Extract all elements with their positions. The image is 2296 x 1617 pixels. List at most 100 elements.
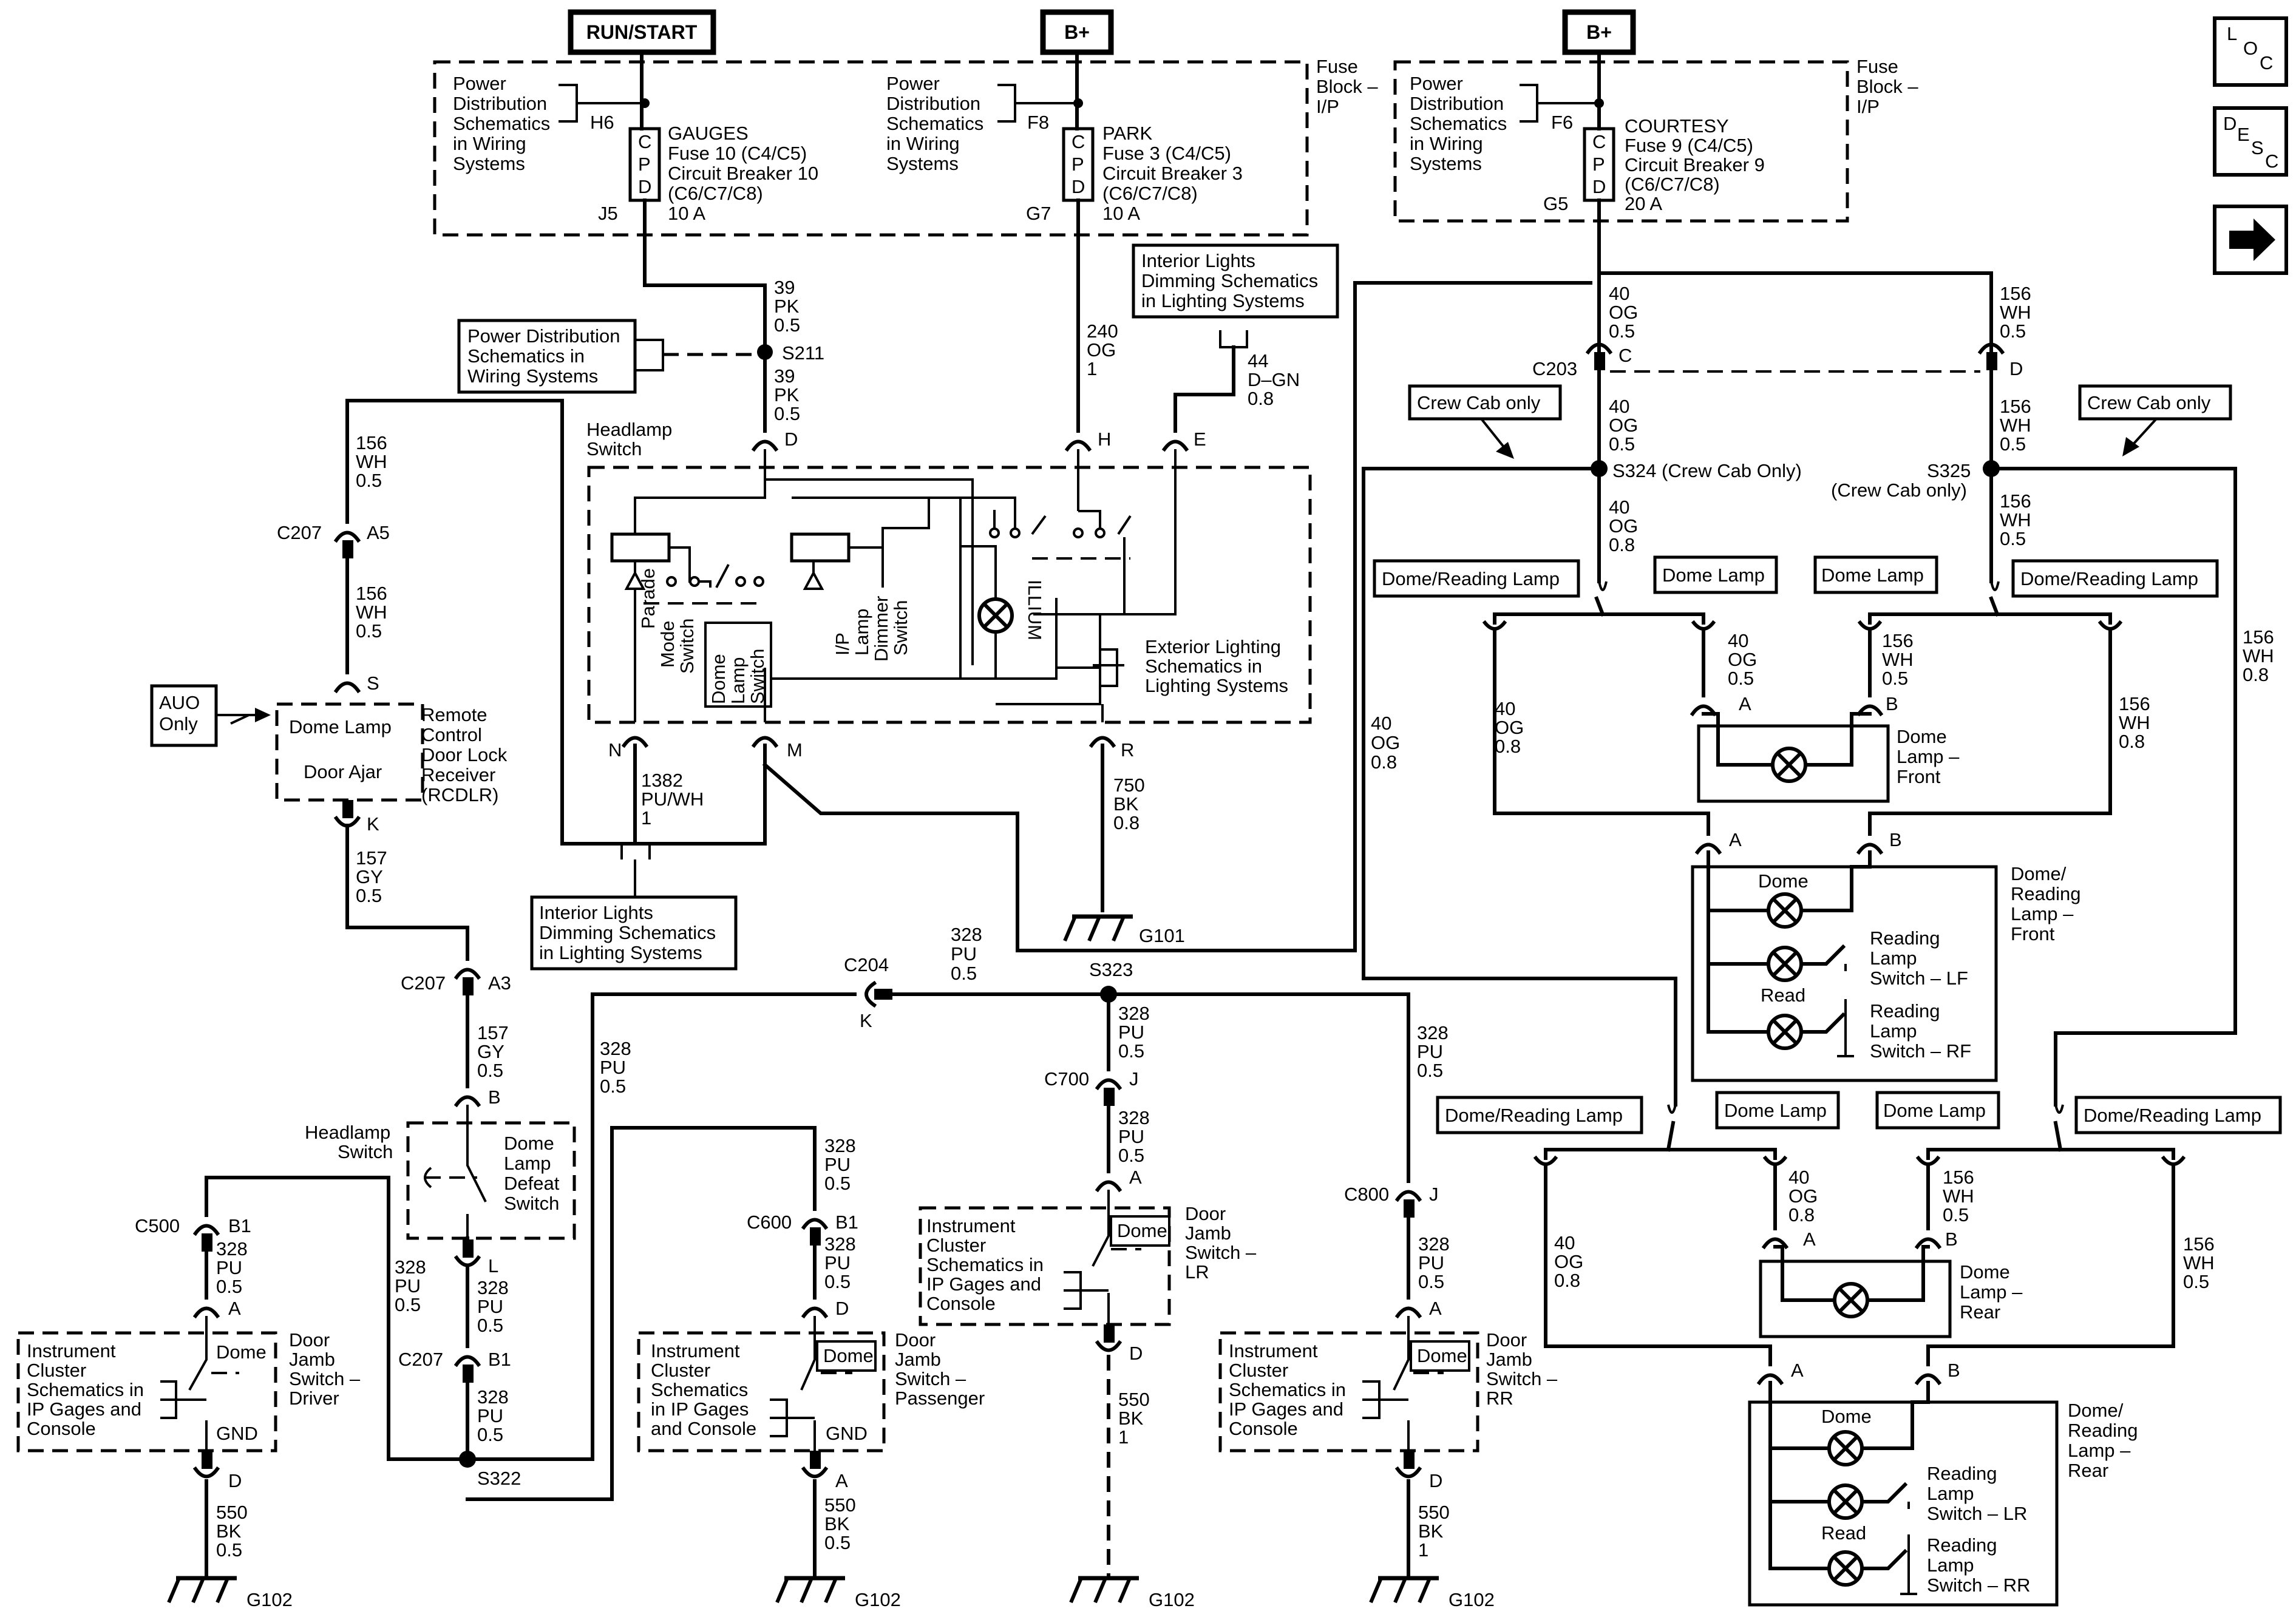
svg-text:A3: A3	[488, 972, 511, 994]
interior-dimming-ref-top[interactable]: Interior Lights Dimming Schematics in Li…	[1141, 250, 1318, 311]
pd-ref-courtesy[interactable]: Power Distribution Schematics in Wiring …	[1410, 73, 1507, 174]
svg-text:R: R	[1121, 739, 1134, 761]
exterior-lighting-ref[interactable]: Exterior Lighting Schematics in Lighting…	[1145, 636, 1288, 696]
svg-text:328: 328	[1118, 1003, 1150, 1024]
svg-text:550: 550	[824, 1494, 856, 1516]
ic-ref-driver[interactable]: Instrument Cluster Schematics in IP Gage…	[27, 1340, 144, 1439]
svg-text:C: C	[638, 131, 651, 152]
ic-ref-passenger[interactable]: Instrument Cluster Schematics in IP Gage…	[651, 1340, 756, 1439]
svg-text:0.8: 0.8	[2119, 731, 2145, 752]
svg-text:PU: PU	[1418, 1252, 1444, 1273]
svg-text:GND: GND	[826, 1423, 868, 1444]
svg-text:G102: G102	[855, 1589, 901, 1610]
svg-text:COURTESY: COURTESY	[1625, 115, 1729, 137]
svg-text:Console: Console	[926, 1293, 996, 1314]
svg-text:D: D	[638, 176, 651, 197]
svg-text:H6: H6	[590, 112, 614, 133]
svg-text:0.5: 0.5	[2000, 433, 2026, 455]
svg-text:M: M	[787, 739, 803, 761]
svg-text:0.5: 0.5	[1118, 1040, 1144, 1062]
ic-ref-rr[interactable]: Instrument Cluster Schematics in IP Gage…	[1229, 1340, 1346, 1439]
svg-text:Dome Lamp: Dome Lamp	[1821, 564, 1924, 586]
svg-text:Dome/Reading Lamp: Dome/Reading Lamp	[2020, 568, 2198, 589]
svg-text:A: A	[835, 1470, 848, 1491]
svg-text:Remote: Remote	[421, 704, 487, 725]
svg-text:C800: C800	[1344, 1184, 1389, 1205]
svg-text:A: A	[228, 1298, 241, 1319]
ic-ref-lr[interactable]: Instrument Cluster Schematics in IP Gage…	[926, 1215, 1044, 1314]
svg-text:Jamb: Jamb	[289, 1349, 335, 1370]
pd-ref-gauges[interactable]: Power Distribution Schematics in Wiring …	[453, 73, 550, 174]
svg-text:BK: BK	[216, 1520, 242, 1542]
svg-text:Switch –: Switch –	[895, 1368, 966, 1389]
svg-text:PU/WH: PU/WH	[641, 788, 704, 810]
svg-text:157: 157	[356, 847, 387, 869]
svg-text:Door: Door	[289, 1329, 330, 1351]
svg-text:Switch – LF: Switch – LF	[1870, 968, 1968, 989]
interior-dimming-ref-bottom[interactable]: Interior Lights Dimming Schematics in Li…	[539, 902, 716, 963]
svg-text:PU: PU	[1118, 1126, 1144, 1147]
svg-text:156: 156	[1882, 630, 1914, 651]
svg-text:WH: WH	[2000, 415, 2031, 436]
svg-text:44: 44	[1248, 350, 1268, 371]
next-page-arrow-icon[interactable]	[2213, 205, 2288, 275]
svg-text:S324 (Crew Cab Only): S324 (Crew Cab Only)	[1612, 460, 1802, 481]
svg-text:Parade: Parade	[637, 568, 659, 629]
svg-text:B: B	[1886, 693, 1898, 714]
svg-text:156: 156	[2183, 1233, 2215, 1255]
svg-text:WH: WH	[2243, 645, 2274, 666]
svg-text:J5: J5	[598, 203, 618, 224]
desc-button[interactable]: D E S C	[2213, 106, 2288, 177]
svg-text:750: 750	[1113, 775, 1145, 796]
pd-ref-park[interactable]: Power Distribution Schematics in Wiring …	[886, 73, 983, 174]
svg-text:Schematics: Schematics	[453, 113, 550, 134]
svg-text:Front: Front	[2011, 923, 2055, 944]
svg-text:40: 40	[1728, 630, 1748, 651]
svg-text:Dimming Schematics: Dimming Schematics	[539, 922, 716, 943]
svg-text:H: H	[1098, 429, 1111, 450]
svg-text:Instrument: Instrument	[926, 1215, 1016, 1236]
svg-text:C207: C207	[277, 522, 322, 543]
svg-text:(C6/C7/C8): (C6/C7/C8)	[1625, 174, 1720, 195]
svg-text:40: 40	[1554, 1232, 1575, 1253]
svg-text:Fuse 9 (C4/C5): Fuse 9 (C4/C5)	[1625, 135, 1753, 156]
svg-text:Dome: Dome	[708, 654, 729, 704]
source-run-start: RUN/START	[568, 9, 716, 55]
svg-text:Dimming Schematics: Dimming Schematics	[1141, 270, 1318, 291]
svg-text:Switch –: Switch –	[289, 1368, 361, 1389]
svg-text:D: D	[1592, 176, 1606, 197]
svg-text:Control: Control	[421, 724, 482, 745]
svg-text:0.5: 0.5	[356, 470, 382, 491]
svg-text:Headlamp: Headlamp	[586, 419, 672, 440]
svg-text:C: C	[2260, 52, 2273, 73]
svg-text:Schematics: Schematics	[886, 113, 983, 134]
svg-text:IP Gages and: IP Gages and	[1229, 1398, 1343, 1420]
wires-middle-left: G101 750 BK 0.8 1382 PU/WH 1 Interior Li…	[150, 281, 1592, 1489]
svg-text:in Wiring: in Wiring	[1410, 133, 1483, 154]
svg-text:A: A	[1791, 1360, 1804, 1381]
svg-text:GAUGES: GAUGES	[668, 123, 749, 144]
svg-text:S: S	[2251, 137, 2264, 158]
pd-ref-s211[interactable]: Power Distribution Schematics in Wiring …	[467, 325, 620, 387]
loc-button[interactable]: L O C	[2213, 16, 2288, 87]
svg-text:P: P	[638, 154, 651, 175]
svg-text:Reading: Reading	[1870, 927, 1940, 949]
svg-text:Dome Lamp: Dome Lamp	[1724, 1100, 1827, 1121]
svg-text:328: 328	[600, 1038, 631, 1059]
svg-text:PU: PU	[477, 1296, 503, 1317]
svg-text:0.5: 0.5	[1882, 668, 1908, 689]
svg-text:PU: PU	[1118, 1022, 1144, 1043]
svg-text:B1: B1	[228, 1215, 251, 1236]
svg-text:0.5: 0.5	[1417, 1060, 1443, 1081]
svg-text:0.5: 0.5	[1118, 1145, 1144, 1166]
svg-text:Reading: Reading	[1927, 1463, 1997, 1484]
svg-text:156: 156	[2000, 396, 2031, 417]
fuse-block-right: Fuse Block – I/P Power Distribution Sche…	[1393, 56, 1918, 223]
svg-text:40: 40	[1371, 713, 1391, 734]
svg-text:Crew Cab only: Crew Cab only	[2087, 392, 2211, 413]
svg-text:1382: 1382	[641, 770, 683, 791]
svg-text:D–GN: D–GN	[1248, 369, 1300, 390]
svg-text:in Wiring: in Wiring	[453, 133, 526, 154]
svg-text:Dome/Reading Lamp: Dome/Reading Lamp	[1445, 1105, 1623, 1126]
svg-text:GND: GND	[216, 1423, 258, 1444]
